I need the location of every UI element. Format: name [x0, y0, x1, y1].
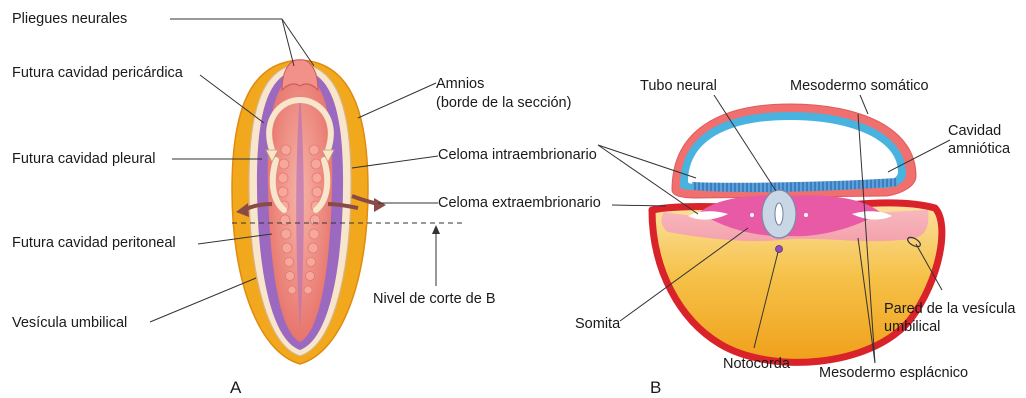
label-amnion: Amnios — [436, 75, 484, 93]
label-splanchnic-mesoderm: Mesodermo esplácnico — [819, 364, 968, 382]
label-yolk-wall-1: Pared de la vesícula — [884, 300, 1015, 318]
neural-canal-shape — [775, 203, 783, 225]
label-umbilical-vesicle: Vesícula umbilical — [12, 314, 127, 332]
label-yolk-wall-2: umbilical — [884, 318, 940, 336]
somite-dot-left — [750, 213, 754, 217]
label-somite: Somita — [575, 315, 620, 333]
panel-label-b: B — [650, 378, 661, 398]
label-pericardial-cavity: Futura cavidad pericárdica — [12, 64, 183, 82]
label-extraembryonic-coelom: Celoma extraembrionario — [438, 194, 601, 212]
label-pleural-cavity: Futura cavidad pleural — [12, 150, 155, 168]
label-amniotic-cavity-1: Cavidad — [948, 122, 1001, 140]
label-cut-level: Nivel de corte de B — [373, 290, 496, 308]
label-notochord: Notocorda — [723, 355, 790, 373]
label-peritoneal-cavity: Futura cavidad peritoneal — [12, 234, 176, 252]
label-amnion-edge: (borde de la sección) — [436, 94, 571, 112]
label-intraembryonic-coelom: Celoma intraembrionario — [438, 146, 597, 164]
panel-label-a: A — [230, 378, 241, 398]
label-somatic-mesoderm: Mesodermo somático — [790, 77, 929, 95]
label-neural-folds: Pliegues neurales — [12, 10, 127, 28]
somite-dot-right — [804, 213, 808, 217]
panel-a-embryo — [232, 60, 462, 364]
notochord-dot — [776, 246, 783, 253]
label-amniotic-cavity-2: amniótica — [948, 140, 1010, 158]
label-neural-tube: Tubo neural — [640, 77, 717, 95]
cut-level-pointer — [432, 225, 440, 234]
